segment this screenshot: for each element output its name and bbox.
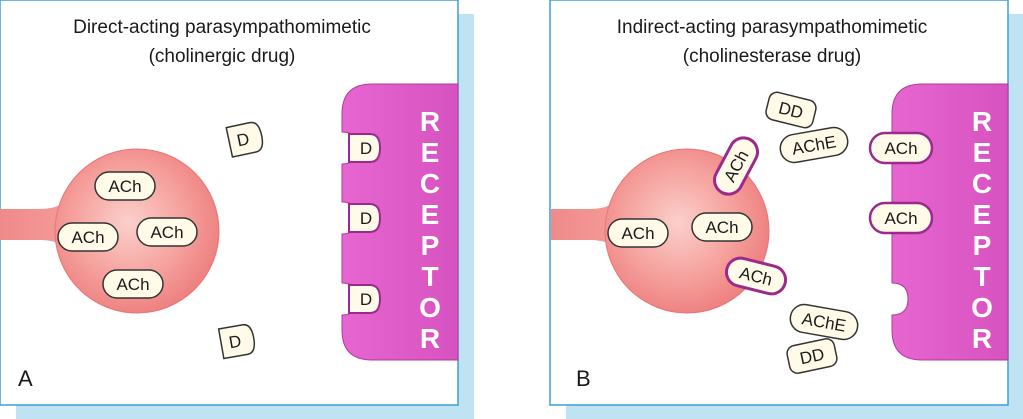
ach-label: ACh bbox=[150, 223, 183, 242]
receptor-letter: O bbox=[419, 292, 441, 323]
receptor-letter: E bbox=[973, 137, 992, 168]
ach-label: ACh bbox=[705, 218, 738, 237]
panel-a-free-drug-1: D bbox=[225, 121, 264, 158]
panel-a-free-drug-2: D bbox=[217, 323, 256, 360]
receptor-letter: C bbox=[972, 168, 992, 199]
panel-a-letter: A bbox=[18, 366, 33, 391]
drug-label: D bbox=[227, 331, 242, 352]
ach-label: ACh bbox=[884, 139, 917, 158]
receptor-letter: C bbox=[420, 168, 440, 199]
panel-b-dd-top: DD bbox=[765, 91, 817, 129]
receptor-letter: R bbox=[420, 106, 440, 137]
receptor-letter: R bbox=[972, 323, 992, 354]
panel-b-receptor-ach-1: ACh bbox=[868, 131, 934, 165]
receptor-letter: O bbox=[971, 292, 993, 323]
ach-label: ACh bbox=[884, 209, 917, 228]
panel-b-ache-bottom: AChE bbox=[789, 303, 859, 341]
ach-label: ACh bbox=[71, 228, 104, 247]
panel-b-membrane-ach-2: ACh bbox=[724, 256, 788, 296]
ach-label: ACh bbox=[108, 177, 141, 196]
panel-a-bound-drug-1: D bbox=[348, 133, 382, 163]
receptor-letter: T bbox=[973, 261, 990, 292]
drug-label: D bbox=[360, 290, 372, 309]
panel-a-ach-1: ACh bbox=[94, 171, 156, 201]
panel-a-bound-drug-2: D bbox=[348, 203, 382, 233]
drug-label: D bbox=[235, 129, 251, 150]
panel-a-bound-drug-3: D bbox=[348, 284, 382, 314]
panel-a: Direct-acting parasympathomimetic (choli… bbox=[0, 0, 474, 419]
receptor-letter: P bbox=[421, 230, 440, 261]
receptor-letter: R bbox=[420, 323, 440, 354]
receptor-letter: T bbox=[421, 261, 438, 292]
ach-label: ACh bbox=[621, 224, 654, 243]
receptor-letter: E bbox=[421, 137, 440, 168]
ach-label: ACh bbox=[116, 275, 149, 294]
panel-b-dd-bottom: DD bbox=[786, 338, 838, 374]
receptor-letter: E bbox=[973, 199, 992, 230]
panel-a-receptor-letters: R E C E P T O R bbox=[419, 106, 441, 354]
panel-a-ach-4: ACh bbox=[102, 269, 164, 299]
panel-a-ach-2: ACh bbox=[57, 222, 119, 252]
panel-b-receptor-ach-2: ACh bbox=[868, 201, 934, 235]
panel-a-title-line1: Direct-acting parasympathomimetic bbox=[73, 17, 371, 38]
receptor-letter: P bbox=[973, 230, 992, 261]
receptor-letter: E bbox=[421, 199, 440, 230]
panel-b-ach-2: ACh bbox=[691, 212, 753, 242]
panel-b-title-line2: (cholinesterase drug) bbox=[683, 46, 861, 67]
panel-b-ach-1: ACh bbox=[607, 218, 669, 248]
receptor-letter: R bbox=[972, 106, 992, 137]
panel-b-title-line1: Indirect-acting parasympathomimetic bbox=[617, 17, 927, 38]
panel-a-ach-3: ACh bbox=[136, 217, 198, 247]
dd-label: DD bbox=[798, 345, 826, 369]
panel-b: Indirect-acting parasympathomimetic (cho… bbox=[549, 0, 1023, 419]
panel-b-letter: B bbox=[576, 366, 591, 391]
panel-b-receptor-letters: R E C E P T O R bbox=[971, 106, 993, 354]
drug-label: D bbox=[360, 209, 372, 228]
drug-label: D bbox=[360, 139, 372, 158]
panel-b-ache-top: AChE bbox=[779, 126, 849, 164]
panel-a-title-line2: (cholinergic drug) bbox=[149, 46, 296, 67]
